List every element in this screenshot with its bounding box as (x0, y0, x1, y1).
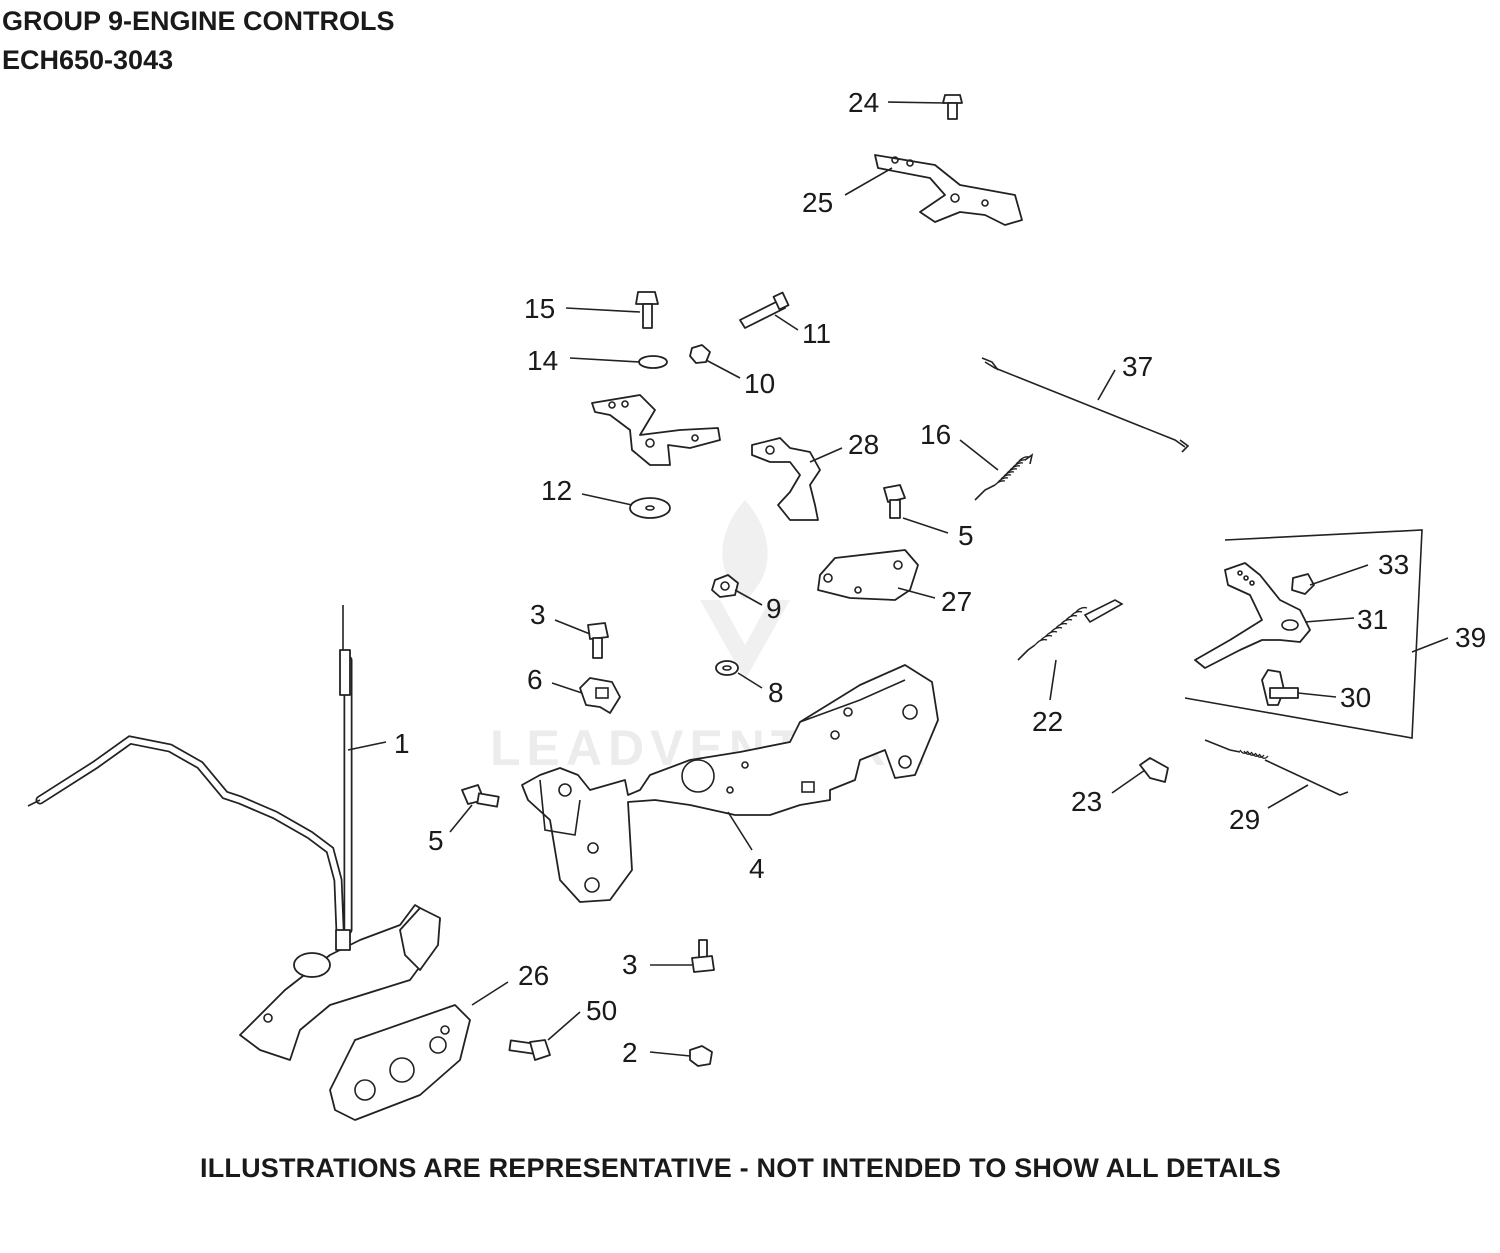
diagram-title: GROUP 9-ENGINE CONTROLS (2, 6, 395, 36)
lever-bracket-upper-left (591, 394, 721, 466)
callout-4: 4 (749, 853, 765, 884)
callout-30: 30 (1340, 682, 1371, 713)
callout-labels: 24 25 15 11 14 10 37 28 16 12 5 9 27 3 8… (394, 87, 1486, 1068)
callout-22: 22 (1032, 706, 1063, 737)
part-6-clip (579, 677, 621, 714)
callout-2: 2 (622, 1037, 638, 1068)
callout-9: 9 (766, 593, 782, 624)
callout-11: 11 (802, 318, 831, 349)
callout-3-lower: 3 (622, 949, 638, 980)
part-10-nut (689, 344, 711, 364)
part-1-throttle-cable (27, 605, 353, 935)
part-24-bolt (942, 94, 963, 120)
part-15-bolt (635, 291, 659, 329)
part-8-lockwasher (715, 660, 739, 676)
part-25-bracket (874, 154, 1023, 226)
part-3-bolt-lower (691, 939, 715, 973)
callout-31: 31 (1357, 604, 1388, 635)
model-number: ECH650-3043 (2, 45, 174, 75)
part-50-bolt (508, 1039, 551, 1061)
part-23-clip (1139, 757, 1169, 783)
callout-15: 15 (524, 293, 555, 324)
callout-33: 33 (1378, 549, 1409, 580)
callout-10: 10 (744, 368, 775, 399)
callout-8: 8 (768, 677, 784, 708)
callout-50: 50 (586, 995, 617, 1026)
callout-3-upper: 3 (530, 599, 546, 630)
part-27-plate (817, 549, 919, 601)
callout-24: 24 (848, 87, 879, 118)
callout-1: 1 (394, 728, 410, 759)
callout-5-upper: 5 (958, 520, 974, 551)
callout-6: 6 (527, 664, 543, 695)
part-3-bolt-upper (587, 622, 609, 659)
part-2-nut (689, 1045, 713, 1067)
part-5-bolt-upper (883, 484, 906, 519)
part-28-bracket (751, 437, 821, 521)
callout-14: 14 (527, 345, 558, 376)
callout-12: 12 (541, 475, 572, 506)
callout-5-lower: 5 (428, 825, 444, 856)
callout-39: 39 (1455, 622, 1486, 653)
part-12-washer (629, 497, 671, 519)
part-37-rod (981, 357, 1190, 453)
part-1-control-base (239, 904, 441, 1061)
callout-37: 37 (1122, 351, 1153, 382)
part-14-washer (638, 355, 668, 369)
callout-16: 16 (920, 419, 951, 450)
callout-29: 29 (1229, 804, 1260, 835)
part-22-spring (1017, 599, 1124, 661)
part-11-pin (739, 291, 790, 329)
part-4-main-bracket (521, 664, 939, 903)
callout-23: 23 (1071, 786, 1102, 817)
callout-27: 27 (941, 586, 972, 617)
part-5-bolt-lower (461, 784, 500, 808)
callout-25: 25 (802, 187, 833, 218)
part-39-lever-assembly (1184, 529, 1423, 739)
leader-lines (347, 101, 1449, 1057)
part-29-spring (1204, 739, 1349, 796)
part-26-plate (329, 1004, 471, 1121)
callout-26: 26 (518, 960, 549, 991)
part-16-spring (974, 453, 1034, 501)
callout-28: 28 (848, 429, 879, 460)
disclaimer-note: ILLUSTRATIONS ARE REPRESENTATIVE - NOT I… (200, 1153, 1281, 1183)
part-9-nut (711, 574, 739, 598)
